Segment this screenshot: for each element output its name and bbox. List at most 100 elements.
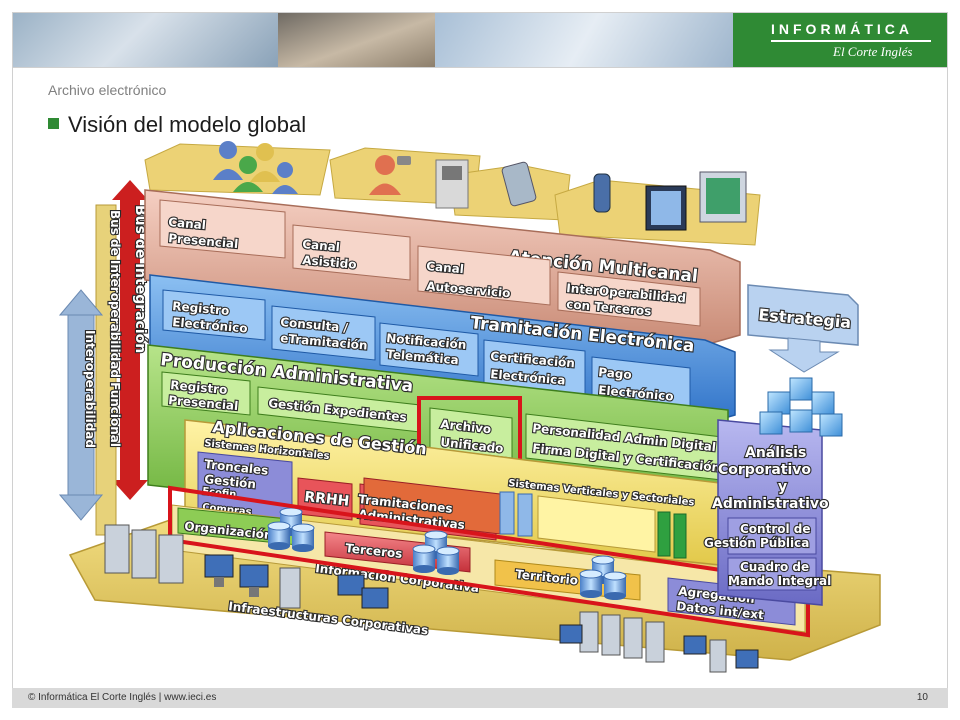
mobile-phone-icon [593,173,611,213]
hardware-icons [104,524,759,673]
vertical-system-bar-2 [517,493,533,537]
box-consulta-etramitacion: Consulta / eTramitación [271,305,376,361]
slide-frame-right [947,68,948,688]
rrhh-label: RRHH [304,489,350,510]
user-platforms [144,141,761,246]
server-tower-icon [279,567,301,609]
monitor-icon [683,635,707,655]
database-group-terceros [412,530,460,575]
title-bullet-icon [48,118,59,129]
database-icon [267,521,291,550]
registro-presencial-line2: Presencial [168,393,239,413]
slide-subtitle: Archivo electrónico [48,82,167,98]
box-control-gestion [727,517,817,555]
box-interop-terceros: InterOperabilidad con Terceros [557,271,701,327]
database-icon [603,571,627,600]
estrategia-box [747,284,859,346]
users-group-icon [213,141,298,194]
cuadro-line2: Mando Integral [728,574,831,588]
interoperabilidad-label: Interoperabilidad [83,330,97,448]
header-banner: INFORMÁTICA El Corte Inglés [12,12,948,68]
estrategia-arrow-icon [768,337,840,373]
vertical-system-block [537,495,656,553]
box-canal-asistido: Canal Asistido [292,224,411,281]
canal-asistido-line2: Asistido [302,253,357,272]
bus-arrow-up [112,180,148,200]
vertical-system-bar-3 [657,511,671,557]
monitor-icon [559,624,583,644]
box-archivo-unificado: Archivo Unificado [429,407,513,459]
header-photo-meeting [278,13,435,67]
registro-presencial-line1: Registro [170,378,228,397]
brand-name: INFORMÁTICA [771,21,913,37]
database-icon [579,569,603,598]
box-notificacion-telematica: Notificación Telemática [379,322,479,377]
pda-icon [501,161,537,207]
slide-footer: © Informática El Corte Inglés | www.ieci… [12,688,948,708]
computer-kiosk-icon [435,159,469,209]
box-certificacion-electronica: Certificación Electrónica [483,339,586,396]
interop-arrow-down [58,494,104,521]
analisis-line4: Administrativo [712,496,829,512]
brand-divider [771,40,931,42]
slide-title: Visión del modelo global [68,112,307,137]
box-cuadro-mando [727,557,817,591]
estrategia-callout: Estrategia [747,284,859,373]
database-icon [436,546,460,575]
database-icon [291,523,315,552]
bus-arrow-down [112,480,148,500]
tablet-icon [645,185,687,231]
platform-presencial [144,143,331,196]
analisis-line1: Análisis [745,445,806,461]
bus-bar [120,195,140,485]
interop-funcional-label: Bus de Interoperabilidad Funcional [108,210,122,447]
interop-arrow-up [58,289,104,316]
monitor-icon [204,554,234,587]
canal-presencial-line1: Canal [168,215,207,232]
page-number: 10 [916,692,928,703]
box-canal-presencial: Canal Presencial [159,199,286,259]
registro-electronico-line1: Registro [172,299,230,318]
pago-line1: Pago [598,365,632,382]
informacion-highlight-frame [168,485,810,638]
database-group-territorio [579,555,627,600]
column-analisis-corporativo: Análisis Corporativo y Administrativo Co… [703,377,843,606]
database-group-organizacion [267,507,315,552]
footer-copyright: © Informática El Corte Inglés | www.ieci… [28,692,217,703]
analisis-line2: Corporativo [718,462,811,478]
tv-screen-icon [699,171,747,223]
cuadro-line1: Cuadro de [740,560,809,574]
monitor-icon [337,574,365,596]
archivo-unificado-line1: Archivo [440,417,492,436]
monitor-icon [735,649,759,669]
box-registro-presencial: Registro Presencial [161,371,251,416]
monitor-icon [239,564,269,597]
troncales-line2: Gestión [204,472,257,491]
bus-arrow: Bus de integración Bus de Interoperabili… [58,180,149,536]
phone-operator-icon [369,155,411,195]
brand-logo: INFORMÁTICA El Corte Inglés [733,13,947,67]
brand-company: El Corte Inglés [833,44,913,59]
server-rack-icon [104,524,184,584]
canal-asistido-line1: Canal [302,237,341,254]
control-line2: Gestión Pública [704,536,809,550]
slide-frame-left [12,68,13,688]
box-gestion-expedientes: Gestión Expedientes [257,386,421,433]
vertical-system-bar-4 [673,513,687,559]
vertical-system-bar-1 [499,491,515,535]
header-photo-desk [13,13,278,67]
server-tower-icon [709,639,727,673]
monitor-icon [361,587,389,609]
analisis-line3: y [778,479,787,495]
box-canal-autoservicio: Canal Autoservicio [417,245,551,306]
control-line1: Control de [740,522,811,536]
data-cubes-icon [759,377,843,437]
server-tower-icon [579,611,665,663]
database-icon [412,544,436,573]
notificacion-line1: Notificación [386,331,467,352]
box-registro-electronico: Registro Electrónico [162,289,266,341]
canal-autoservicio-line1: Canal [426,259,465,276]
layer-atencion-multicanal: Atención Multicanal Canal Presencial Can… [144,189,741,346]
header-photo-office [435,13,733,67]
